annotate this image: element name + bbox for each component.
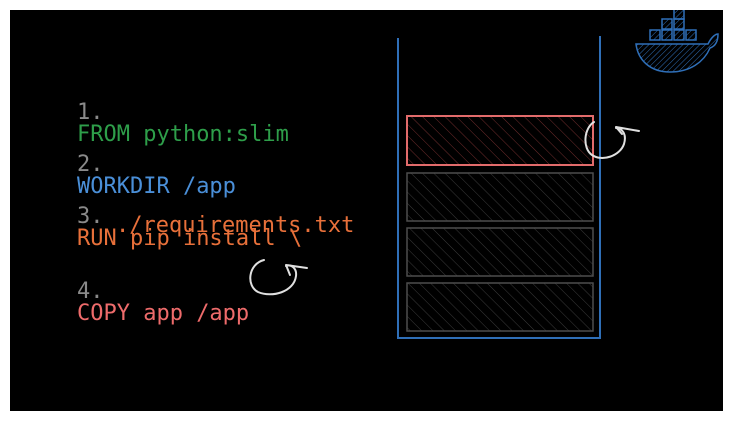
- step-2-instruction: WORKDIR /app: [76, 174, 236, 199]
- image-container-outline: [397, 36, 601, 339]
- step-4-instruction: COPY app /app: [76, 301, 250, 326]
- step-1-number: 1.: [76, 100, 104, 125]
- layer-1-cached-changed: [406, 115, 594, 166]
- step-3-number: 3.: [76, 204, 104, 229]
- step-2-number: 2.: [76, 152, 104, 177]
- step-3-continuation: ./requirements.txt: [116, 213, 355, 238]
- layer-2: [406, 172, 594, 222]
- layer-diagram: [249, 10, 719, 339]
- rebuild-arrow-icon: [249, 259, 308, 296]
- step-4-number: 4.: [76, 279, 104, 304]
- layer-3: [406, 227, 594, 277]
- rebuild-arrow-icon: [584, 121, 640, 159]
- step-2: 2. WORKDIR /app: [24, 132, 236, 220]
- step-1: 1. FROM python:slim: [24, 80, 289, 168]
- layer-4: [406, 282, 594, 332]
- step-3-instruction: RUN pip install \: [76, 226, 303, 251]
- diagram-canvas: 1. FROM python:slim 2. WORKDIR /app 3. R…: [10, 10, 723, 411]
- step-1-instruction: FROM python:slim: [76, 122, 289, 147]
- step-4: 4. COPY app /app: [24, 259, 249, 347]
- docker-whale-icon: [635, 10, 719, 73]
- step-3: 3. RUN pip install \: [24, 184, 302, 272]
